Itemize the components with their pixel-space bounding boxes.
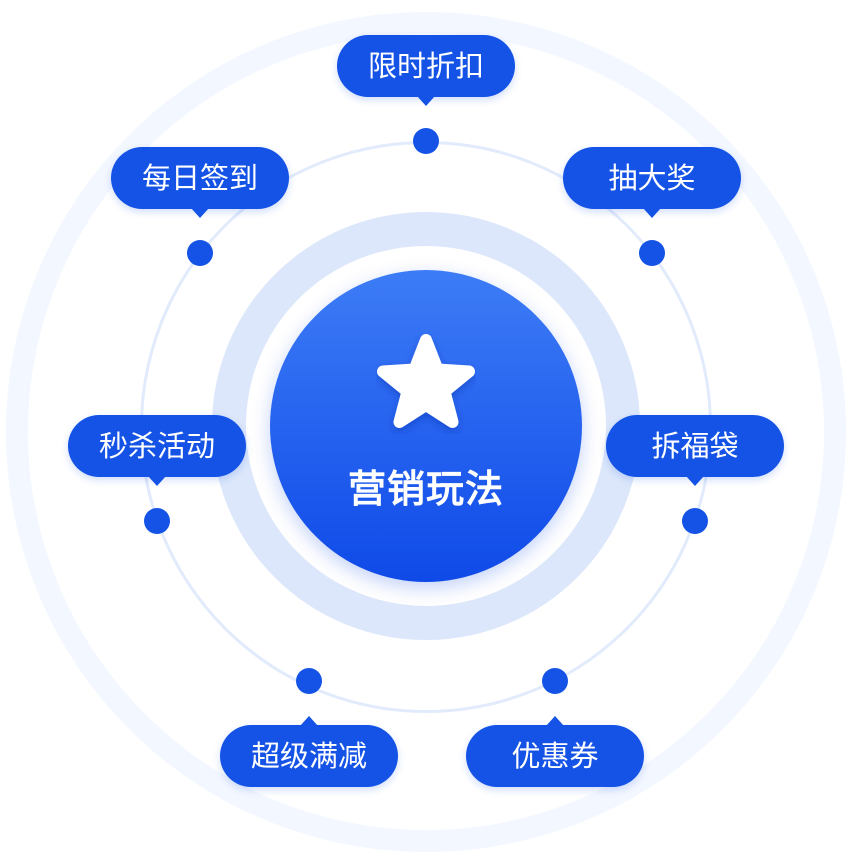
node-label-coupon[interactable]: 优惠券 bbox=[466, 716, 644, 787]
node-label-full-reduction[interactable]: 超级满减 bbox=[220, 716, 398, 787]
node-dot-full-reduction bbox=[296, 668, 322, 694]
star-icon bbox=[377, 334, 475, 428]
node-dot-lucky-bag bbox=[682, 508, 708, 534]
node-dot-limited-discount bbox=[413, 128, 439, 154]
node-label-limited-discount[interactable]: 限时折扣 bbox=[337, 35, 515, 106]
node-label-lucky-bag[interactable]: 拆福袋 bbox=[606, 415, 784, 486]
center-hub: 营销玩法 bbox=[270, 270, 582, 582]
node-dot-daily-checkin bbox=[187, 240, 213, 266]
node-label-daily-checkin[interactable]: 每日签到 bbox=[111, 147, 289, 218]
node-label-lucky-draw[interactable]: 抽大奖 bbox=[563, 147, 741, 218]
hub-title: 营销玩法 bbox=[347, 467, 504, 511]
node-dot-lucky-draw bbox=[639, 240, 665, 266]
node-label-flash-sale[interactable]: 秒杀活动 bbox=[68, 415, 246, 486]
node-dot-coupon bbox=[542, 668, 568, 694]
node-dot-flash-sale bbox=[144, 508, 170, 534]
